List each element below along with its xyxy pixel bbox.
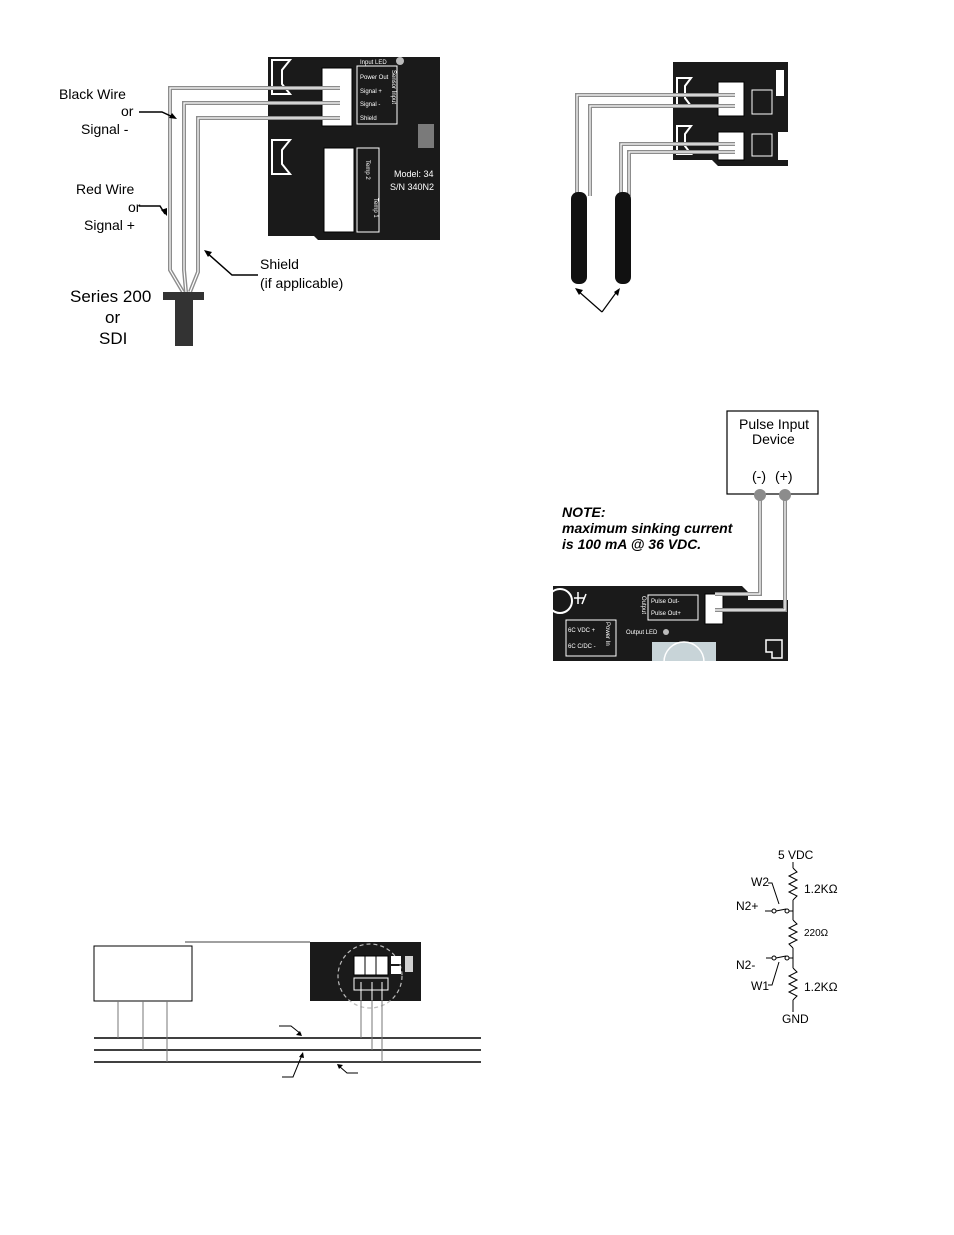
d1-sensor-body <box>175 298 193 346</box>
d3-note-line: is 100 mA @ 36 VDC. <box>562 536 702 552</box>
d3-wires <box>715 495 787 612</box>
d1-temp-terminal-block <box>323 147 355 233</box>
d4-resistor-bottom <box>787 967 799 1001</box>
d1-serial-label: S/N 340N2 <box>390 182 434 192</box>
d3-device-label: Pulse Input <box>739 416 810 432</box>
d5-bus-lines <box>94 1037 481 1063</box>
d4-gnd-label: GND <box>782 1012 809 1026</box>
d1-shield-label: Shield <box>260 256 299 272</box>
d2-label-box <box>751 89 773 115</box>
d2-probe-left <box>571 192 587 284</box>
diagram5-network-wiring <box>93 941 481 1078</box>
d1-signal-minus-label: Signal - <box>81 121 129 137</box>
diagram2-probe-wiring <box>571 62 788 313</box>
d3-controller-panel <box>553 586 788 661</box>
d1-input-led-icon <box>396 57 404 65</box>
d1-terminal-labels-box <box>356 65 398 125</box>
d2-terminal-block-top <box>717 81 745 117</box>
d3-output-led-icon <box>663 629 669 635</box>
d3-vdc-neg-label: 6C C/DC - <box>568 644 596 650</box>
d4-w2-label: W2 <box>751 875 769 889</box>
d4-r-mid-label: 220Ω <box>804 928 829 939</box>
d4-w1-lead <box>768 961 780 986</box>
d3-device-label-line2: Device <box>752 431 795 447</box>
d3-pulse-input-device-box <box>726 410 819 495</box>
d4-resistor-mid <box>787 919 799 949</box>
d3-neg-label: (-) <box>752 468 766 484</box>
d3-note-line: maximum sinking current <box>562 520 733 536</box>
d1-signal-plus-label: Signal + <box>84 217 135 233</box>
d5-pointer-arrows <box>279 1025 358 1078</box>
d1-sensor-input-label: Sensor Input <box>390 70 396 104</box>
d3-power-label-box <box>565 619 617 657</box>
d1-model-label: Model: 34 <box>394 169 434 179</box>
d1-terminal-label: Power Out <box>360 75 389 81</box>
d3-pos-label: (+) <box>775 468 793 484</box>
d5-highlight-circle <box>337 943 403 1009</box>
d1-sensor-series-label: Series 200 <box>70 287 152 306</box>
d3-output-label: Output <box>640 596 646 614</box>
d4-r-top-label: 1.2KΩ <box>804 882 838 896</box>
d1-terminal-label: Shield <box>360 116 377 122</box>
d4-n2m-label: N2- <box>736 958 756 972</box>
diagram3-pulse-output: Pulse Out- Pulse Out+ Output 6C VDC + 6C… <box>547 410 819 683</box>
d4-vdc-label: 5 VDC <box>778 848 814 862</box>
d3-vdc-pos-label: 6C VDC + <box>568 628 596 634</box>
d3-pulse-out-neg-label: Pulse Out- <box>651 599 679 605</box>
d4-w1-label: W1 <box>751 979 769 993</box>
d2-connector <box>776 70 784 96</box>
d2-connector <box>778 132 788 160</box>
diagram1-sensor-wiring: Input LED Power Out Signal + Signal - Sh… <box>139 57 440 346</box>
d1-terminal-label: Signal - <box>360 102 380 108</box>
d1-black-wire-label: Black Wire <box>59 86 126 102</box>
d3-pulse-label-box <box>647 594 699 621</box>
d3-pulse-out-pos-label: Pulse Out+ <box>651 611 681 617</box>
d1-red-wire-or: or <box>128 199 141 215</box>
d4-resistor-top <box>787 867 799 901</box>
d1-red-wire-label: Red Wire <box>76 181 135 197</box>
d3-mounting-hole <box>547 588 573 614</box>
d3-pos-terminal <box>779 489 791 501</box>
d1-temp2-label: Temp 2 <box>364 160 370 180</box>
diagram4-resistor-schematic <box>765 862 799 1012</box>
d4-r-bot-label: 1.2KΩ <box>804 980 838 994</box>
d4-w2-lead <box>768 882 780 905</box>
d1-temp1-label: Temp 1 <box>372 198 378 218</box>
d2-probe-right <box>615 192 631 284</box>
d1-panel-notch <box>271 59 293 95</box>
d1-logo-icon <box>418 124 434 148</box>
d3-note-title: NOTE: <box>562 504 606 520</box>
d1-black-wire-or: or <box>121 103 134 119</box>
d2-label-box <box>751 133 773 157</box>
d1-input-led-label: Input LED <box>360 60 387 66</box>
d3-power-in-label: Power In <box>604 622 610 646</box>
d4-n2p-label: N2+ <box>736 899 759 913</box>
d1-shield-note: (if applicable) <box>260 275 344 291</box>
d5-terminal-block <box>353 955 389 976</box>
d3-ground-icon <box>574 592 587 605</box>
d1-panel-notch <box>271 139 293 175</box>
d3-panel-notch <box>765 639 783 659</box>
d1-sensor-or-label: or <box>105 308 121 327</box>
d1-sensor-head <box>163 292 204 300</box>
d3-display-window <box>652 642 716 661</box>
d2-pointer-arrows <box>576 289 619 313</box>
d3-neg-terminal <box>754 489 766 501</box>
d1-sensor-sdi-label: SDI <box>99 329 128 348</box>
d1-terminal-label: Signal + <box>360 89 382 95</box>
d1-temp-label-box <box>356 147 380 233</box>
d5-device-box <box>93 945 193 1002</box>
d3-output-led-label: Output LED <box>626 630 658 636</box>
